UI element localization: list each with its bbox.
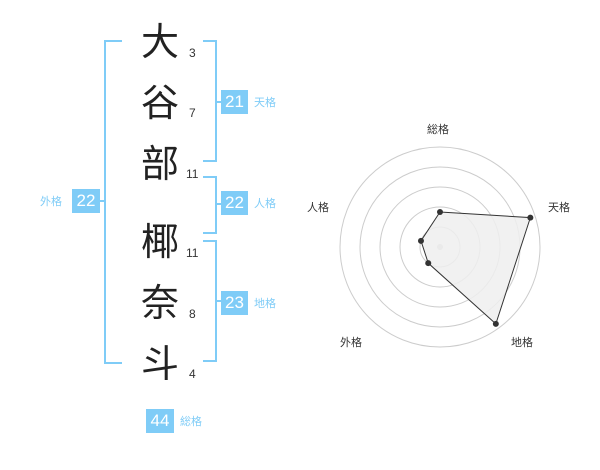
gaikaku-connector	[100, 200, 105, 202]
radar-label-jinkaku: 人格	[307, 201, 329, 214]
name-char-1: 大	[140, 20, 179, 64]
chikaku-connector	[216, 300, 221, 302]
name-char-4: 椰	[140, 220, 179, 264]
radar-point-3	[492, 320, 499, 327]
name-char-3: 部	[140, 142, 179, 186]
radar-label-gaikaku: 外格	[340, 336, 362, 349]
radar-point-2	[527, 214, 534, 221]
gaikaku-bracket	[104, 40, 122, 364]
radar-label-tenkaku: 天格	[548, 201, 570, 214]
radar-point-4	[425, 260, 432, 267]
tenkaku-label: 天格	[254, 96, 276, 109]
stroke-count-5: 8	[189, 307, 196, 321]
stroke-count-3: 11	[186, 167, 199, 181]
name-char-2: 谷	[140, 81, 179, 125]
chikaku-badge: 23	[221, 291, 248, 315]
radar-label-chikaku: 地格	[511, 336, 533, 349]
jinkaku-bracket	[203, 176, 217, 234]
radar-point-5	[417, 237, 424, 244]
stroke-count-4: 11	[186, 246, 199, 260]
name-char-5: 奈	[140, 281, 179, 325]
gaikaku-badge: 22	[72, 189, 100, 213]
jinkaku-label: 人格	[254, 197, 276, 210]
radar-ring-5	[339, 146, 541, 348]
tenkaku-badge: 21	[221, 90, 248, 114]
jinkaku-connector	[216, 203, 221, 205]
stroke-count-2: 7	[189, 106, 196, 120]
gaikaku-label: 外格	[40, 195, 62, 208]
stroke-count-1: 3	[189, 46, 196, 60]
soukaku-label: 総格	[180, 415, 202, 428]
radar-label-soukaku: 総格	[427, 123, 449, 136]
stroke-count-6: 4	[189, 367, 196, 381]
soukaku-badge: 44	[146, 409, 174, 433]
name-char-6: 斗	[140, 342, 179, 386]
chikaku-label: 地格	[254, 297, 276, 310]
jinkaku-badge: 22	[221, 191, 248, 215]
tenkaku-connector	[216, 101, 221, 103]
radar-polygon	[420, 211, 532, 325]
radar-point-1	[437, 209, 443, 215]
